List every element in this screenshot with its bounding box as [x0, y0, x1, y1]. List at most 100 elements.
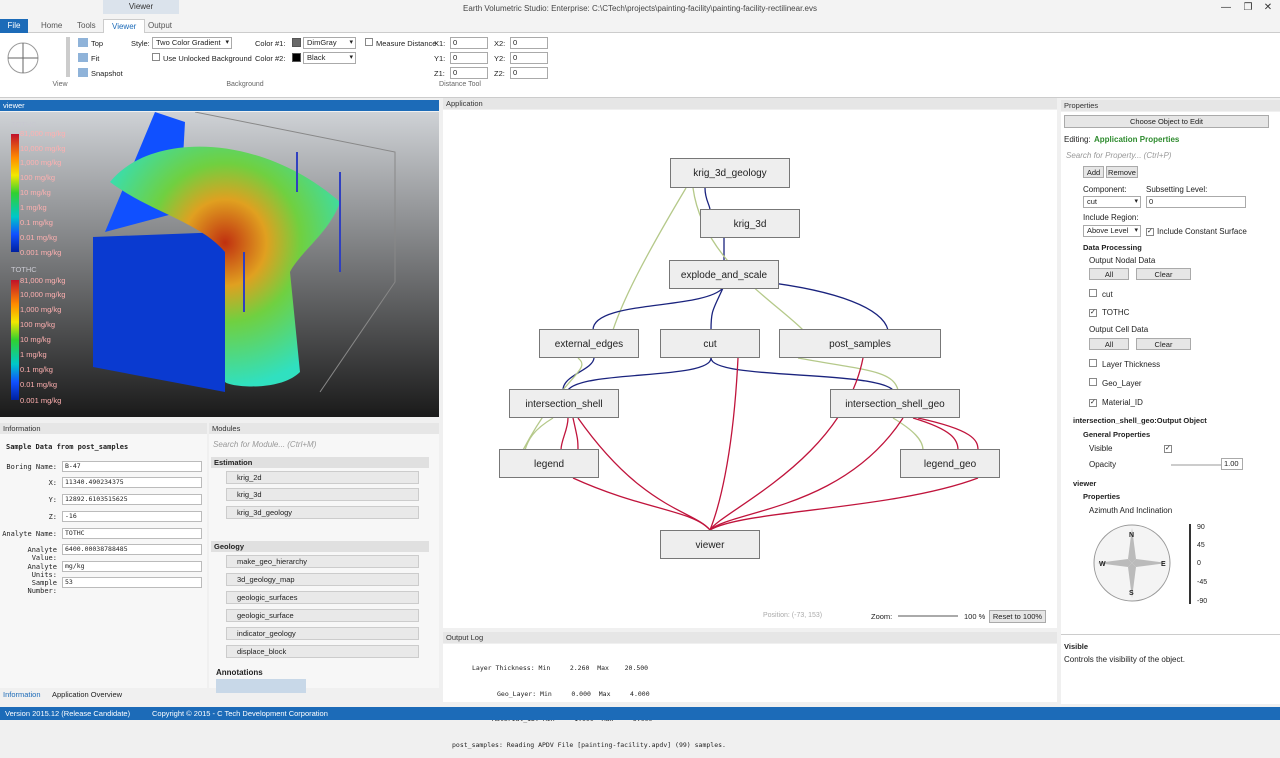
z2-input[interactable]: 0	[510, 67, 548, 79]
module-search-input[interactable]: Search for Module... (Ctrl+M)	[213, 440, 317, 449]
inclination-slider[interactable]	[1189, 524, 1191, 604]
minimize-button[interactable]: —	[1221, 2, 1231, 13]
color2-label: Color #2:	[255, 54, 286, 63]
viewer-section[interactable]: viewer	[1073, 479, 1097, 488]
choose-object-button[interactable]: Choose Object to Edit	[1064, 115, 1269, 128]
log-line: Layer Thickness: Min 2.260 Max 20.500	[472, 664, 649, 672]
node-intersection-shell[interactable]: intersection_shell	[509, 389, 619, 418]
info-value: 11340.490234375	[62, 477, 202, 488]
general-properties-section[interactable]: General Properties	[1083, 430, 1151, 439]
restore-button[interactable]: ❐	[1243, 2, 1253, 13]
application-pane-header: Application	[443, 98, 1057, 109]
tab-viewer[interactable]: Viewer	[103, 19, 146, 33]
color2-select[interactable]: Black	[303, 52, 356, 64]
subsetting-input[interactable]: 0	[1146, 196, 1246, 208]
module-item[interactable]: krig_3d	[226, 488, 419, 501]
snapshot-icon	[78, 68, 88, 77]
top-view-button[interactable]: Top	[91, 39, 104, 48]
cell-material-checkbox[interactable]: ✓	[1089, 399, 1097, 407]
module-item[interactable]: geologic_surfaces	[226, 591, 419, 604]
fit-button[interactable]: Fit	[91, 54, 100, 63]
view-slider[interactable]	[66, 37, 70, 77]
include-constant-label: Include Constant Surface	[1157, 227, 1247, 236]
incl-tick: -90	[1197, 598, 1208, 605]
module-item[interactable]: indicator_geology	[226, 627, 419, 640]
visible-checkbox[interactable]: ✓	[1164, 445, 1172, 453]
distance-group-label: Distance Tool	[439, 81, 481, 88]
node-legend[interactable]: legend	[499, 449, 599, 478]
top-view-icon	[78, 38, 88, 47]
cell-thickness-checkbox[interactable]	[1089, 359, 1097, 369]
node-external-edges[interactable]: external_edges	[539, 329, 639, 358]
opacity-input[interactable]: 1.00	[1221, 458, 1243, 470]
cell-geolayer-checkbox[interactable]	[1089, 378, 1097, 388]
property-search-input[interactable]: Search for Property... (Ctrl+P)	[1066, 151, 1172, 160]
info-value: -16	[62, 511, 202, 522]
snapshot-button[interactable]: Snapshot	[91, 69, 123, 78]
include-constant-checkbox[interactable]: ✓	[1146, 228, 1154, 236]
viewer-properties-section[interactable]: Properties	[1083, 492, 1121, 501]
category-estimation[interactable]: Estimation	[211, 457, 429, 468]
output-nodal-label: Output Nodal Data	[1089, 256, 1156, 265]
close-button[interactable]: ✕	[1263, 2, 1273, 13]
y2-input[interactable]: 0	[510, 52, 548, 64]
y1-input[interactable]: 0	[450, 52, 488, 64]
legend1-title: TOTHC	[11, 120, 37, 129]
x1-label: X1:	[434, 39, 446, 48]
cell-item-label: Material_ID	[1102, 398, 1143, 407]
node-explode-and-scale[interactable]: explode_and_scale	[669, 260, 779, 289]
node-viewer[interactable]: viewer	[660, 530, 760, 559]
x2-input[interactable]: 0	[510, 37, 548, 49]
cell-all-button[interactable]: All	[1089, 338, 1129, 350]
node-cut[interactable]: cut	[660, 329, 760, 358]
module-item[interactable]: geologic_surface	[226, 609, 419, 622]
log-line: Geo_Layer: Min 0.000 Max 4.000	[497, 689, 650, 698]
module-item[interactable]: make_geo_hierarchy	[226, 555, 419, 568]
orientation-compass-icon[interactable]	[4, 39, 42, 77]
tab-information[interactable]: Information	[3, 690, 41, 699]
node-legend-geo[interactable]: legend_geo	[900, 449, 1000, 478]
nodal-cut-checkbox[interactable]	[1089, 289, 1097, 299]
tab-file[interactable]: File	[0, 19, 28, 33]
unlocked-background-checkbox[interactable]	[152, 53, 160, 63]
component-select[interactable]: cut	[1083, 196, 1141, 208]
nodal-tothc-checkbox[interactable]: ✓	[1089, 309, 1097, 317]
opacity-slider[interactable]	[1171, 464, 1226, 466]
info-label: Analyte Units:	[27, 563, 57, 579]
module-item[interactable]: displace_block	[226, 645, 419, 658]
nodal-clear-button[interactable]: Clear	[1136, 268, 1191, 280]
output-object-section[interactable]: intersection_shell_geo:Output Object	[1073, 416, 1207, 425]
style-select[interactable]: Two Color Gradient	[152, 37, 232, 49]
tab-home[interactable]: Home	[41, 21, 63, 30]
remove-button[interactable]: Remove	[1106, 166, 1138, 178]
nodal-all-button[interactable]: All	[1089, 268, 1129, 280]
include-region-select[interactable]: Above Level	[1083, 225, 1141, 237]
color1-select[interactable]: DimGray	[303, 37, 356, 49]
legend2-label: 0.1 mg/kg	[20, 365, 53, 374]
reset-zoom-button[interactable]: Reset to 100%	[989, 610, 1046, 623]
x1-input[interactable]: 0	[450, 37, 488, 49]
tab-tools[interactable]: Tools	[77, 21, 96, 30]
data-processing-section[interactable]: Data Processing	[1083, 243, 1142, 252]
application-canvas[interactable]: krig_3d_geology krig_3d explode_and_scal…	[443, 110, 1057, 628]
measure-distance-checkbox[interactable]	[365, 38, 373, 48]
node-krig-3d-geology[interactable]: krig_3d_geology	[670, 158, 790, 188]
module-item[interactable]: krig_2d	[226, 471, 419, 484]
viewer-3d-canvas[interactable]: TOTHC 81,000 mg/kg 10,000 mg/kg 1,000 mg…	[0, 112, 439, 417]
tab-output[interactable]: Output	[148, 21, 173, 30]
azimuth-compass-icon[interactable]	[1091, 522, 1173, 604]
z1-input[interactable]: 0	[450, 67, 488, 79]
cell-clear-button[interactable]: Clear	[1136, 338, 1191, 350]
modules-pane-header: Modules	[209, 423, 439, 434]
tab-application-overview[interactable]: Application Overview	[52, 690, 123, 699]
module-item[interactable]: 3d_geology_map	[226, 573, 419, 586]
node-krig-3d[interactable]: krig_3d	[700, 209, 800, 238]
compass-w: W	[1099, 561, 1106, 568]
add-button[interactable]: Add	[1083, 166, 1104, 178]
node-intersection-shell-geo[interactable]: intersection_shell_geo	[830, 389, 960, 418]
module-item[interactable]: krig_3d_geology	[226, 506, 419, 519]
category-geology[interactable]: Geology	[211, 541, 429, 552]
zoom-slider[interactable]	[898, 615, 958, 617]
node-post-samples[interactable]: post_samples	[779, 329, 941, 358]
annotation-tools-icon[interactable]	[216, 679, 306, 693]
